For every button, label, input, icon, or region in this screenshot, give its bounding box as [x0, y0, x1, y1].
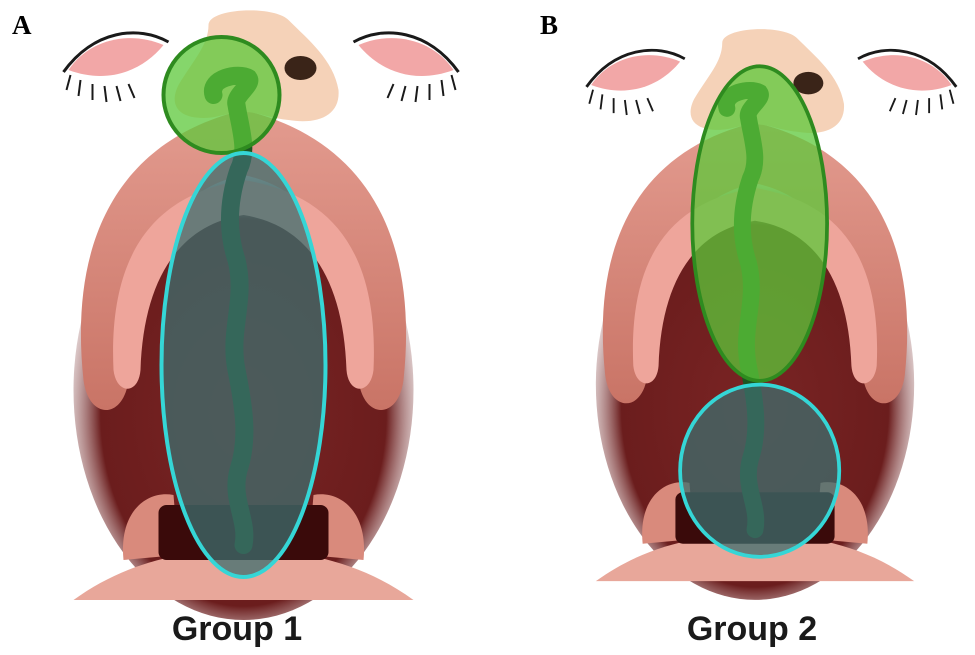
group-2-cyan-region — [680, 385, 839, 557]
group-2-label: Group 2 — [587, 610, 917, 649]
group-1-illustration — [0, 0, 487, 610]
group-1-green-region — [164, 37, 280, 153]
panel-group-1: A Group 1 — [0, 0, 487, 655]
group-1-label: Group 1 — [72, 610, 402, 649]
group-2-green-region — [692, 66, 827, 381]
group-2-illustration — [535, 0, 975, 610]
panel-group-2: B Group 2 — [535, 0, 975, 655]
group-1-cyan-region — [162, 153, 326, 577]
